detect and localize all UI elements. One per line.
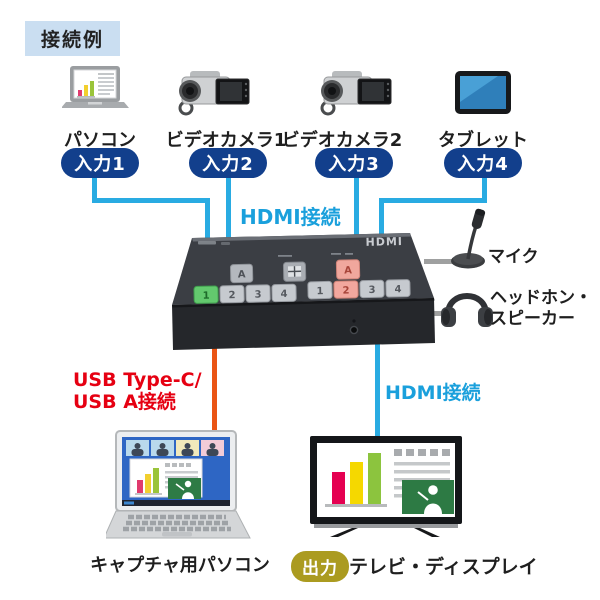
input2-badge: 入力2 [189,148,267,178]
mic-label: マイク [488,247,539,267]
laptop-icon [62,66,129,108]
input1-device-label: パソコン [64,130,136,151]
front-led [352,319,356,323]
diagram-title: 接続例 [25,21,121,56]
input4-device-label: タブレット [438,130,528,151]
input1-badge-wrap: 入力1 [50,148,150,178]
input3-line [354,176,359,240]
svg-text:A: A [238,269,246,280]
svg-text:4: 4 [394,284,401,295]
svg-text:2: 2 [229,290,236,301]
hdmi-logo: HDMI [365,235,403,249]
input1-line-v2 [205,198,210,242]
usb-label-line1: USB Type-C/ [73,369,202,391]
svg-text:1: 1 [316,286,323,297]
switcher-left-button-1 [193,285,219,304]
svg-text:2: 2 [342,285,349,296]
input2-badge-wrap: 入力2 [178,148,278,178]
usb-label-line2: USB A接続 [73,391,176,413]
output-badge: 出力 [291,551,349,582]
headphone-label-line1: ヘッドホン・ [490,288,592,308]
input3-badge-wrap: 入力3 [304,148,404,178]
video-camera2-icon [320,71,392,116]
switcher-right-button-2 [333,280,359,299]
svg-text:A: A [344,265,352,276]
tablet-icon [455,71,511,114]
switcher-right-button-3 [359,279,385,299]
headphones-icon [441,293,493,327]
capture-pc-icon [106,430,251,539]
input4-line-h [379,198,487,203]
svg-text:1: 1 [203,291,210,302]
input3-badge: 入力3 [315,148,393,178]
input1-badge: 入力1 [61,148,139,178]
input1-line-h [92,198,210,203]
svg-text:4: 4 [280,289,287,300]
input2-device-label: ビデオカメラ1 [165,130,287,151]
usb-connection-label: USB Type-C/ USB A接続 [73,369,202,413]
svg-text:3: 3 [254,289,261,300]
usb-line [212,338,217,438]
input4-badge: 入力4 [444,148,522,178]
svg-text:3: 3 [368,285,375,296]
headphone-speaker-label: ヘッドホン・ スピーカー [490,288,592,330]
switcher-left-button-2 [219,284,245,304]
display-label: テレビ・ディスプレイ [349,556,538,578]
switcher-left-button-3 [245,284,271,303]
switcher-right-button-1 [307,280,333,300]
input4-badge-wrap: 入力4 [433,148,533,178]
input3-device-label: ビデオカメラ2 [281,130,403,151]
mic-line [424,259,462,264]
input2-line [226,176,231,242]
input1-line-v1 [92,176,97,203]
headphone-jack [349,325,359,335]
switcher-left-button-4 [271,283,297,303]
input4-line-v2 [379,198,384,244]
headphone-label-line2: スピーカー [490,309,575,329]
switcher-right-a-button [335,259,361,280]
tv-display-icon [310,436,462,537]
hdmi-output-connection-label: HDMI接続 [385,382,481,404]
hdmi-switcher-device: HDMI A A 1 2 3 4 1 2 [172,233,435,350]
hdmi-input-connection-label: HDMI接続 [240,205,341,229]
switcher-left-a-button [229,263,254,284]
switcher-right-button-4 [385,279,411,298]
hdmi-out-line [375,336,380,440]
input4-line-v1 [482,176,487,203]
output-badge-wrap: 出力 [291,551,349,582]
capture-pc-label: キャプチャ用パソコン [90,555,270,576]
microphone-icon [451,208,486,269]
video-call-thumbnails [126,440,224,456]
video-camera1-icon [178,71,250,116]
